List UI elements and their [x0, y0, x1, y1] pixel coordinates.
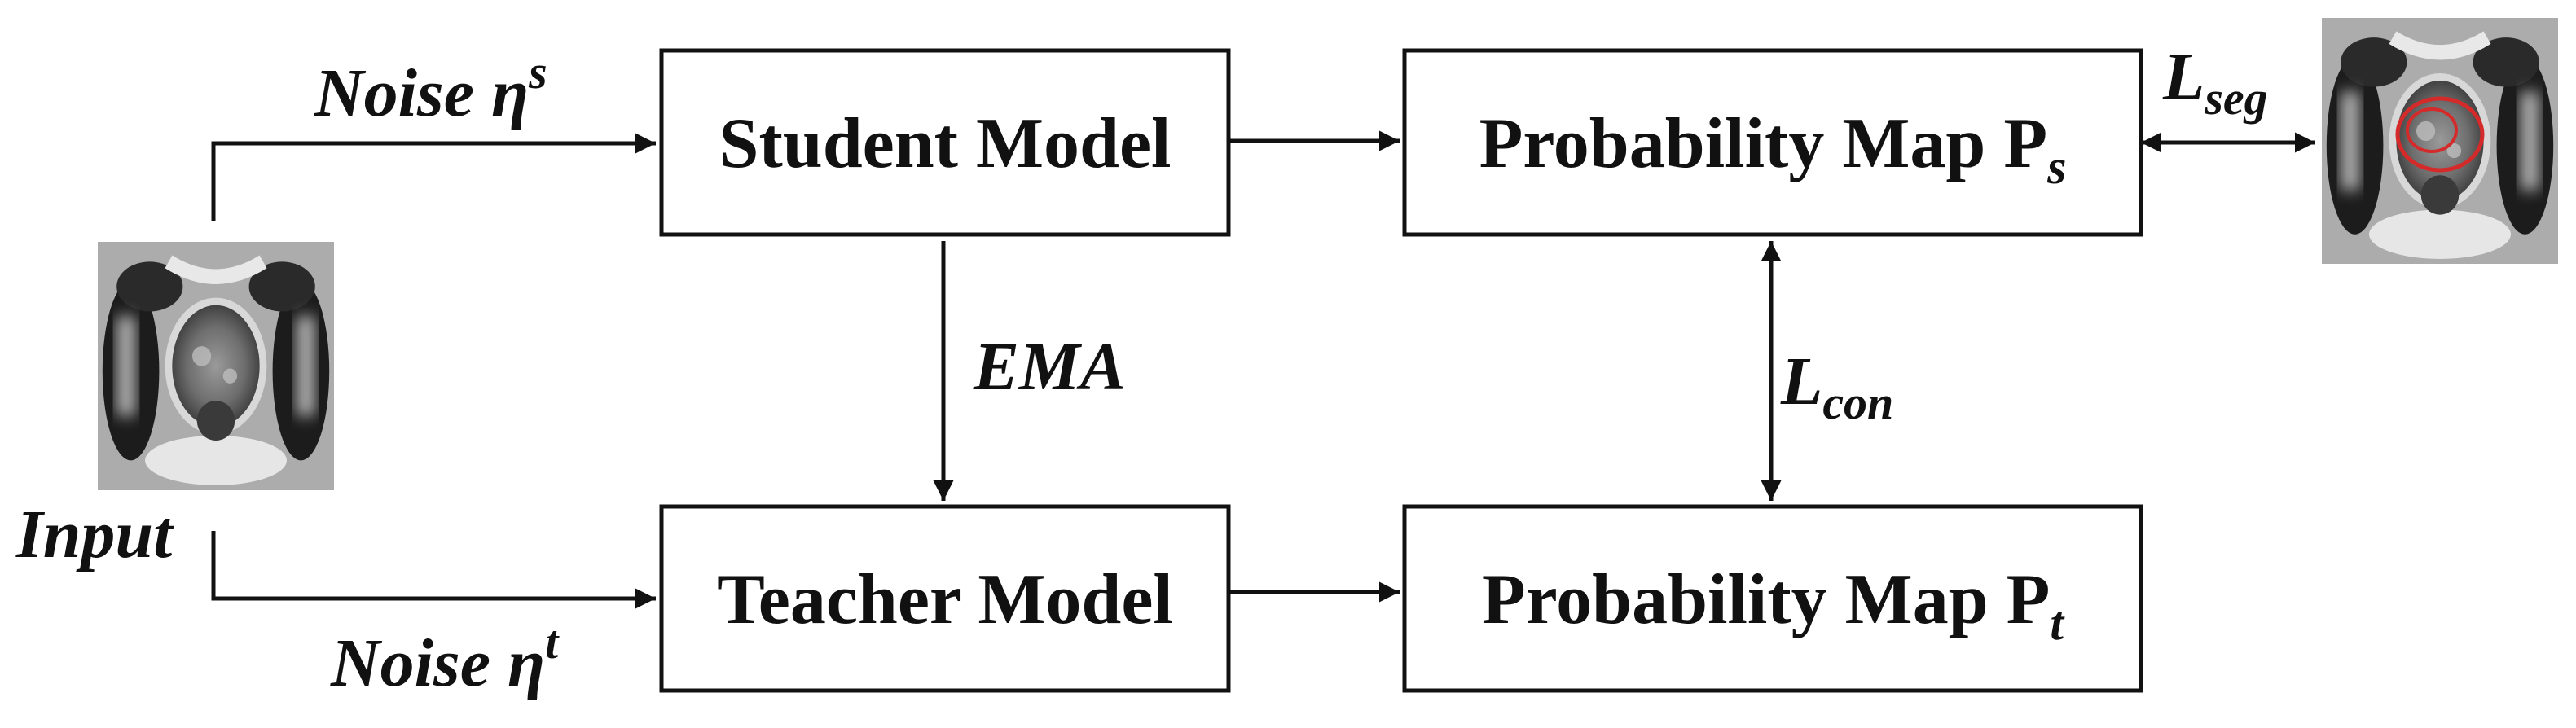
- probability-map-teacher-box: [1402, 504, 2143, 693]
- student-model-label: Student Model: [719, 104, 1172, 183]
- arrow-input-to-teacher: [211, 531, 656, 609]
- ema-label: EMA: [973, 329, 1126, 405]
- output-image: [2322, 18, 2558, 264]
- input-label: Input: [15, 497, 174, 572]
- probability-map-teacher-label: Probability Map Pt: [1482, 560, 2066, 650]
- probability-map-student-label: Probability Map Ps: [1479, 104, 2067, 194]
- segmentation-contour: [2395, 96, 2485, 173]
- segmentation-loss-label: Lseg: [2162, 39, 2268, 125]
- connectors: [211, 130, 2315, 609]
- input-image: [98, 242, 334, 490]
- teacher-model-box: [659, 504, 1231, 693]
- probability-map-student-box: [1402, 48, 2143, 237]
- noise-teacher-label: Noise ηt: [330, 616, 560, 701]
- teacher-model-label: Teacher Model: [717, 560, 1173, 639]
- student-model-box: [659, 48, 1231, 237]
- arrow-input-to-student: [211, 133, 656, 221]
- noise-student-label: Noise ηs: [314, 46, 547, 131]
- consistency-loss-label: Lcon: [1780, 344, 1893, 429]
